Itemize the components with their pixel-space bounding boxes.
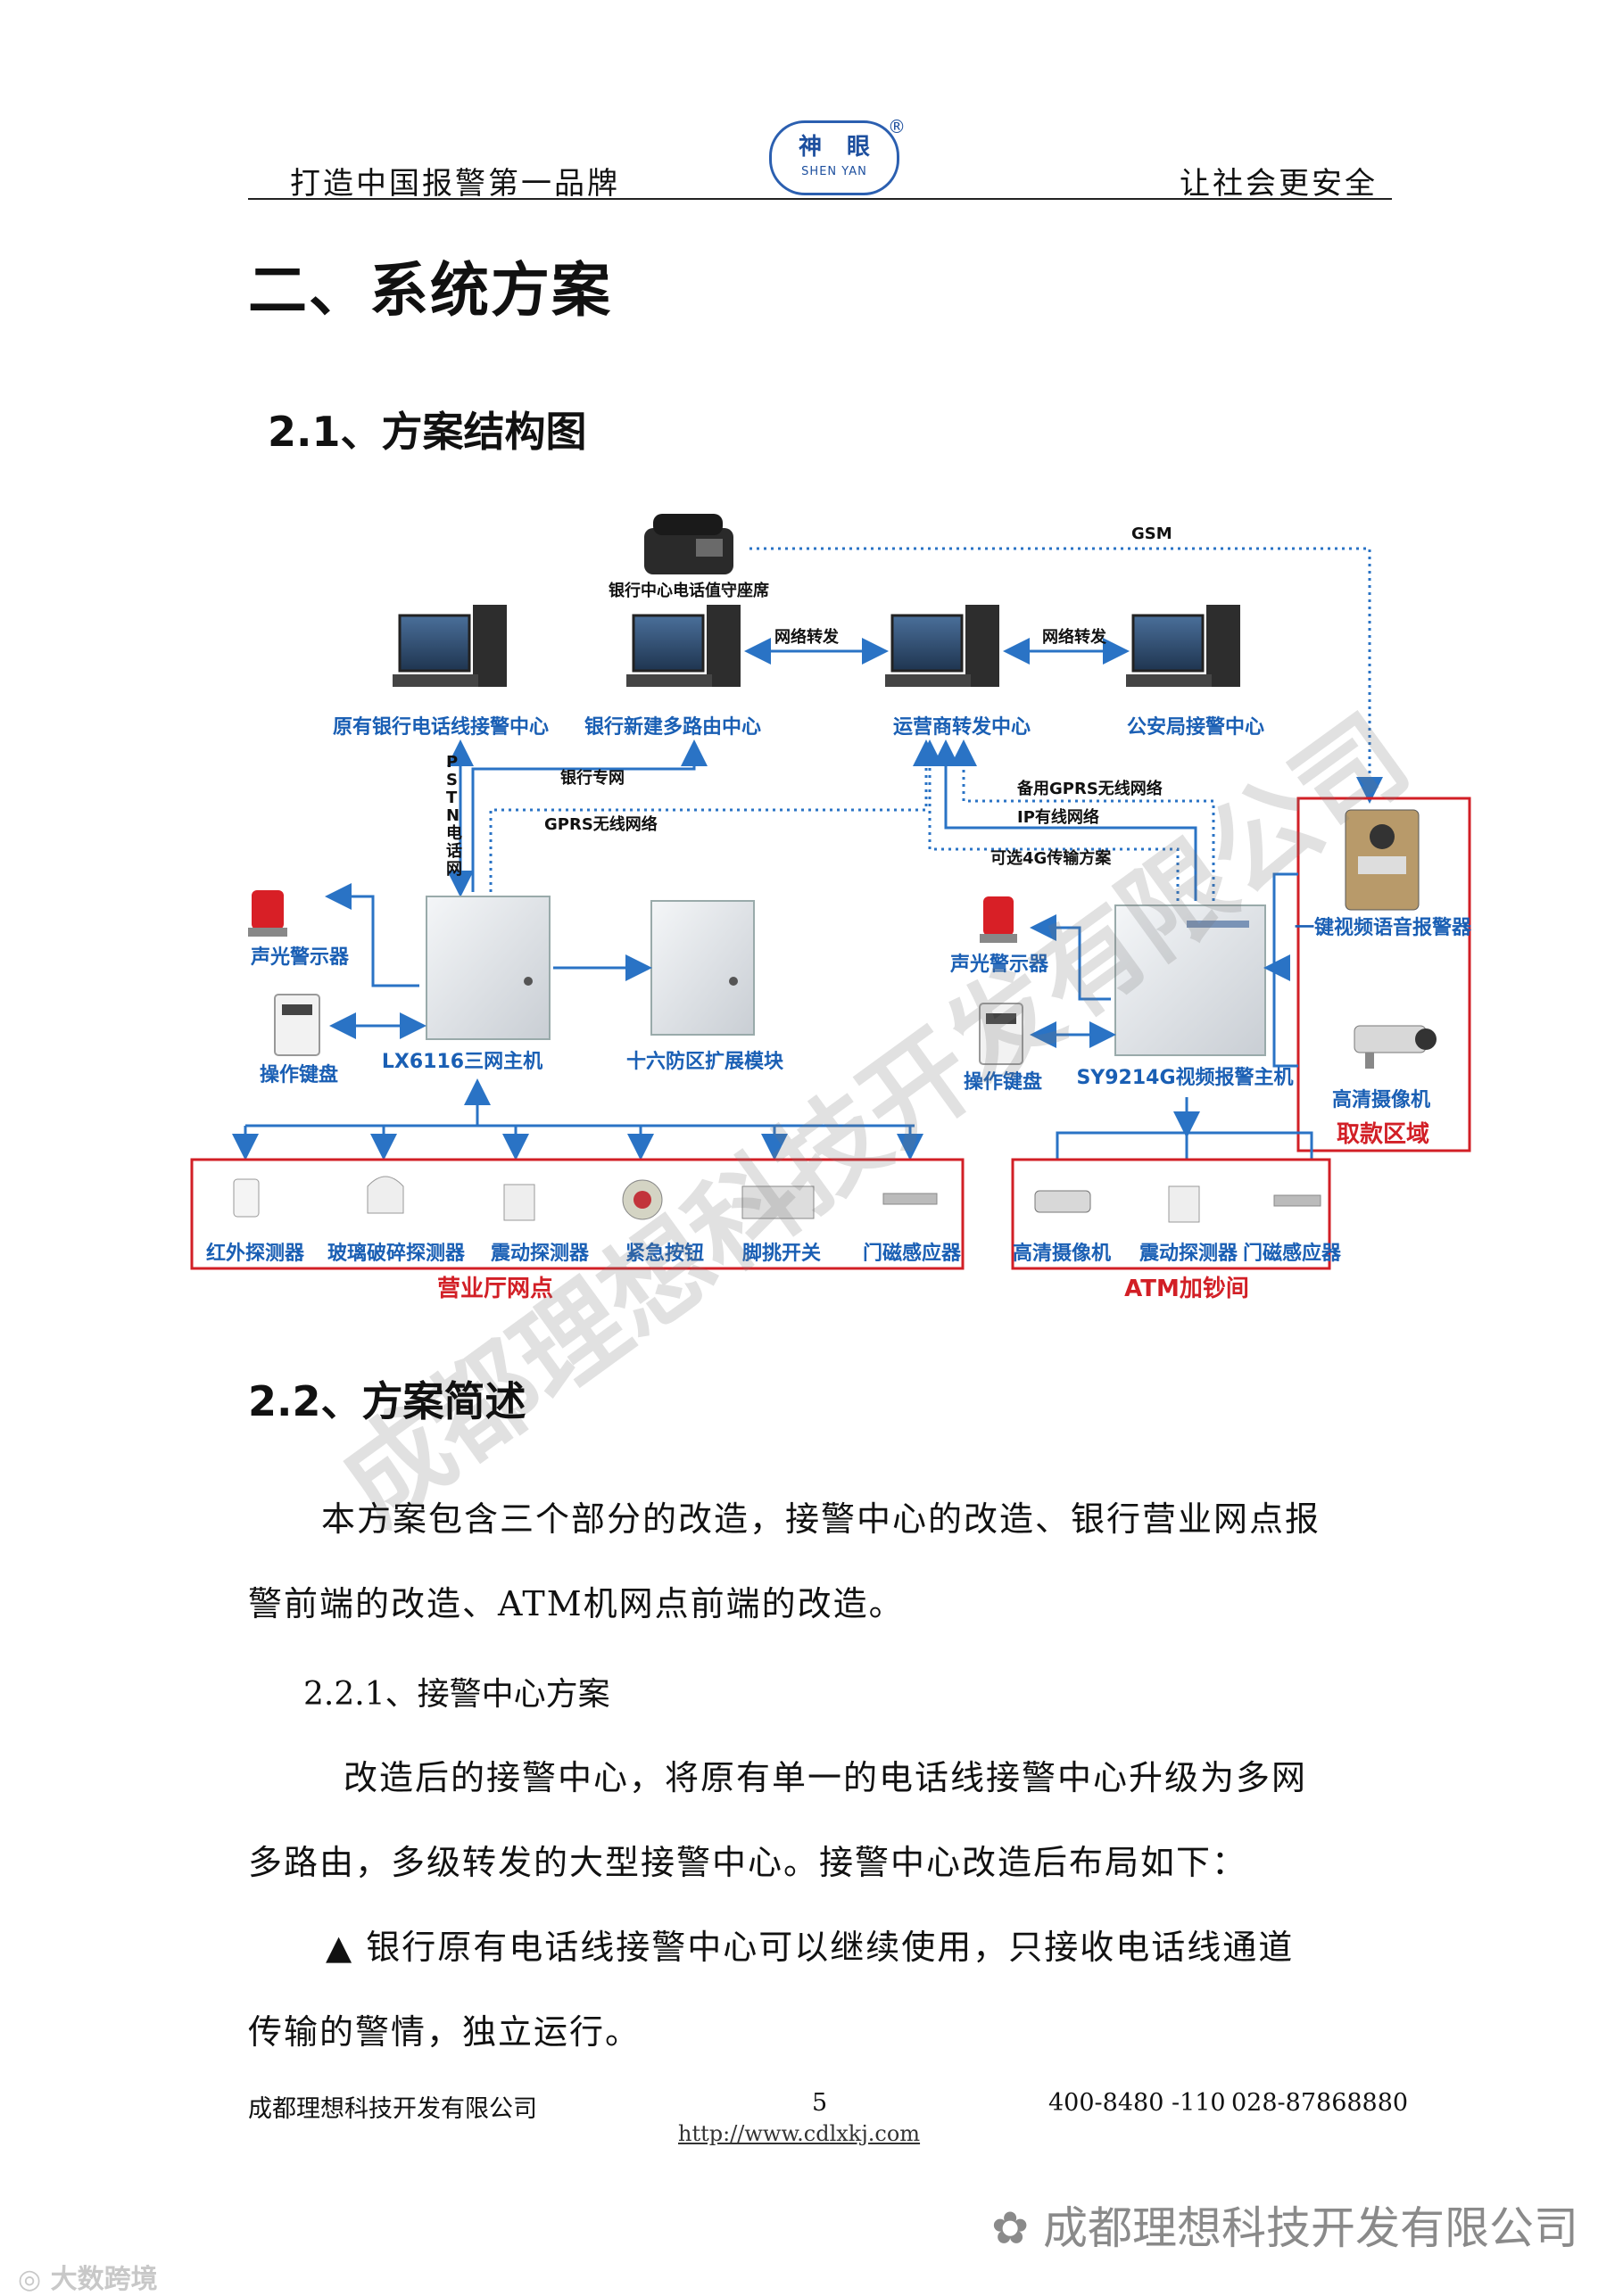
- net-forward-label-1: 网络转发: [774, 627, 840, 647]
- atm-area-box: [1011, 1158, 1331, 1270]
- withdraw-area-box: [1296, 797, 1471, 1152]
- header-divider: [248, 198, 1392, 200]
- video-intercom-icon: [1345, 809, 1420, 911]
- door-sensor-icon: [882, 1193, 938, 1205]
- para2-line2: 多路由，多级转发的大型接警中心。接警中心改造后布局如下：: [248, 1843, 1248, 1882]
- footer-url-link[interactable]: http://www.cdlxkj.com: [678, 2121, 921, 2146]
- keypad-right-label: 操作键盘: [964, 1070, 1042, 1094]
- footer-company: 成都理想科技开发有限公司: [248, 2095, 537, 2123]
- bullet-line1: ▲ 银行原有电话线接警中心可以继续使用，只接收电话线通道: [326, 1928, 1295, 1967]
- wechat-caption-text: 成都理想科技开发有限公司: [1043, 2202, 1578, 2254]
- alarm-host-left-icon: [426, 896, 551, 1040]
- hd-camera-atm-icon: [1034, 1190, 1091, 1213]
- para2-line1: 改造后的接警中心，将原有单一的电话线接警中心升级为多网: [344, 1758, 1308, 1797]
- gsm-link: [749, 547, 1383, 804]
- atm-device-label: 震动探测器: [1139, 1242, 1238, 1265]
- vibration-detector-icon: [503, 1184, 535, 1221]
- corner-watermark: ◎ 大数跨境: [18, 2257, 158, 2296]
- infrared-detector-icon: [233, 1178, 260, 1218]
- lobby-area-box: [190, 1158, 965, 1270]
- bank-private-label: 银行专网: [560, 768, 625, 788]
- net-forward-label-2: 网络转发: [1042, 627, 1107, 647]
- gprs-label: GPRS无线网络: [544, 814, 658, 834]
- bullet-line2: 传输的警情，独立运行。: [248, 2012, 642, 2052]
- footer-phone-2: 028-87868880: [1231, 2089, 1409, 2117]
- siren-left-label: 声光警示器: [250, 946, 350, 969]
- para1-line1: 本方案包含三个部分的改造，接警中心的改造、银行营业网点报: [321, 1499, 1321, 1539]
- wechat-caption: ✿ 成都理想科技开发有限公司: [991, 2193, 1578, 2257]
- company-logo: 神眼 SHEN YAN: [769, 120, 899, 195]
- siren-right-label: 声光警示器: [949, 954, 1049, 976]
- corner-watermark-text: 大数跨境: [50, 2264, 158, 2295]
- logo-registered-mark: ®: [888, 116, 906, 137]
- keypad-right-icon: [979, 1003, 1023, 1065]
- siren-right-icon: [980, 896, 1017, 943]
- computer-icon-old-center: [393, 605, 507, 687]
- lobby-device-label: 门磁感应器: [863, 1242, 962, 1265]
- hd-camera-top-icon: [1354, 1025, 1437, 1069]
- vibration-detector-atm-icon: [1168, 1185, 1200, 1223]
- video-alarm-host-icon: [1114, 904, 1266, 1056]
- glass-break-detector-icon: [367, 1176, 404, 1214]
- logo-en-text: SHEN YAN: [801, 165, 867, 178]
- corner-logo-icon: ◎: [18, 2264, 51, 2295]
- system-architecture-diagram: 银行中心电话值守座席 GSM 网络转发 网络转发 原有银行电话线接警中心 银行新…: [190, 514, 1472, 1302]
- foot-switch-icon: [741, 1185, 815, 1219]
- desk-phone-icon: [644, 514, 733, 574]
- footer-phone-1: 400-8480 -110: [1048, 2089, 1226, 2117]
- lobby-device-label: 玻璃破碎探测器: [327, 1242, 466, 1265]
- wechat-icon: ✿: [991, 2202, 1043, 2254]
- ip-wired-label: IP有线网络: [1017, 807, 1099, 827]
- subsection-title-2-2: 2.2、方案简述: [248, 1377, 526, 1425]
- host-right-label: SY9214G视频报警主机: [1076, 1066, 1293, 1089]
- optional-4g-label: 可选4G传输方案: [990, 848, 1112, 868]
- center-old-label: 原有银行电话线接警中心: [333, 715, 549, 739]
- host-left-label: LX6116三网主机: [382, 1051, 542, 1073]
- atm-device-label: 门磁感应器: [1243, 1242, 1342, 1265]
- computer-icon-police-center: [1126, 605, 1240, 687]
- keypad-left-label: 操作键盘: [260, 1063, 338, 1086]
- atm-area-label: ATM加钞间: [1124, 1276, 1249, 1302]
- center-police-label: 公安局接警中心: [1127, 715, 1264, 739]
- lobby-device-label: 红外探测器: [206, 1242, 305, 1265]
- subsection-title-2-1: 2.1、方案结构图: [268, 408, 587, 456]
- keypad-left-icon: [274, 994, 320, 1056]
- backup-gprs-label: 备用GPRS无线网络: [1016, 779, 1163, 798]
- computer-icon-new-center: [626, 605, 741, 687]
- video-alarm-label: 一键视频语音报警器: [1295, 916, 1472, 939]
- door-sensor-atm-icon: [1273, 1194, 1321, 1207]
- lobby-device-label: 震动探测器: [491, 1242, 590, 1265]
- siren-left-icon: [248, 890, 287, 937]
- subsection-title-2-2-1: 2.2.1、接警中心方案: [303, 1676, 610, 1713]
- gsm-label: GSM: [1131, 524, 1172, 543]
- para1-line2: 警前端的改造、ATM机网点前端的改造。: [248, 1584, 905, 1623]
- logo-cn-text: 神眼: [798, 134, 895, 161]
- lobby-device-label: 紧急按钮: [625, 1242, 704, 1265]
- footer-page-number: 5: [812, 2089, 828, 2117]
- lobby-area-label: 营业厅网点: [437, 1275, 553, 1302]
- expansion-label: 十六防区扩展模块: [626, 1051, 784, 1073]
- header-slogan-left: 打造中国报警第一品牌: [290, 166, 620, 202]
- atm-device-label: 高清摄像机: [1013, 1242, 1111, 1265]
- expansion-module-icon: [650, 900, 755, 1036]
- header-slogan-right: 让社会更安全: [1180, 166, 1378, 202]
- hd-camera-top-label: 高清摄像机: [1332, 1088, 1430, 1111]
- section-title: 二、系统方案: [248, 255, 612, 325]
- withdraw-area-label: 取款区域: [1337, 1121, 1429, 1148]
- center-new-label: 银行新建多路由中心: [584, 715, 761, 739]
- phone-label: 银行中心电话值守座席: [609, 581, 769, 600]
- lobby-device-label: 脚挑开关: [742, 1243, 821, 1265]
- computer-icon-operator-center: [885, 605, 999, 687]
- center-operator-label: 运营商转发中心: [893, 715, 1031, 739]
